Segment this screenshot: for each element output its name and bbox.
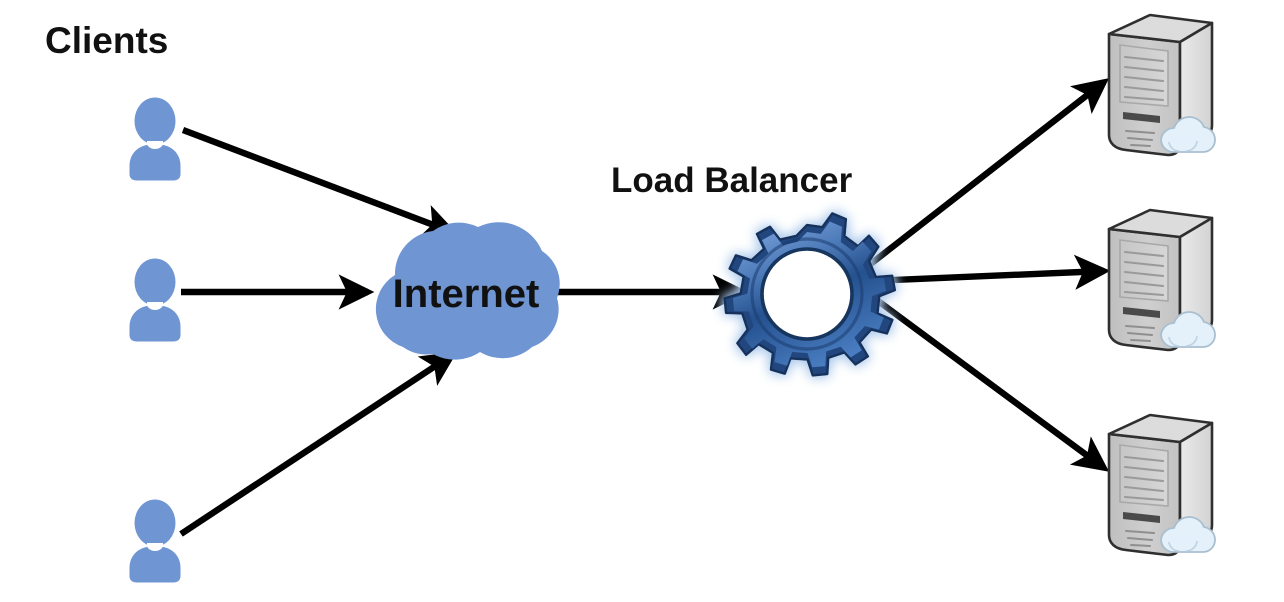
client-icon-2[interactable] bbox=[129, 258, 181, 342]
load-balancer-label: Load Balancer bbox=[611, 161, 853, 200]
client-icon-1[interactable] bbox=[129, 97, 181, 181]
gear-center-hole bbox=[760, 247, 854, 341]
gear-hub-ring bbox=[750, 237, 864, 351]
server-icon-3[interactable] bbox=[1107, 413, 1217, 557]
arrow-load-balancer-to-server-2 bbox=[870, 254, 1111, 290]
servers-group bbox=[1107, 13, 1217, 557]
arrow-client-3-to-internet bbox=[179, 351, 458, 537]
client-icon-3[interactable] bbox=[129, 499, 181, 583]
load-balancer-gear[interactable] bbox=[723, 212, 897, 377]
server-icon-2[interactable] bbox=[1107, 208, 1217, 352]
internet-cloud[interactable] bbox=[375, 222, 560, 360]
internet-label: Internet bbox=[393, 272, 540, 316]
clients-group bbox=[129, 97, 181, 583]
clients-label: Clients bbox=[45, 20, 168, 61]
arrow-load-balancer-to-server-3 bbox=[868, 292, 1110, 472]
arrow-client-1-to-internet bbox=[181, 127, 458, 239]
connection-arrows bbox=[179, 78, 1111, 537]
server-icon-1[interactable] bbox=[1107, 13, 1217, 157]
arrow-load-balancer-to-server-1 bbox=[866, 78, 1110, 269]
